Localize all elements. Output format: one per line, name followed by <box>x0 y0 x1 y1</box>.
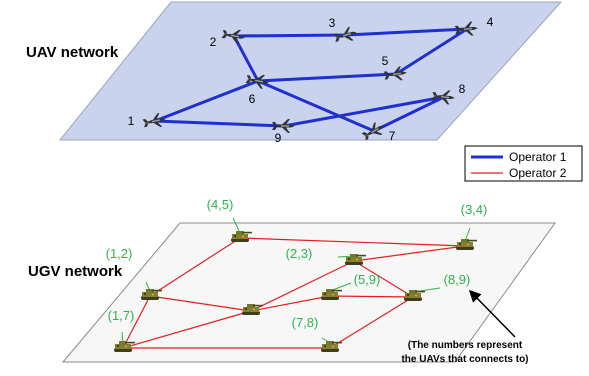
legend-box <box>464 145 583 182</box>
uav-link-9-8 <box>283 95 445 128</box>
note-line-1: (The numbers represent <box>408 340 523 351</box>
ugv-node-g89: (8,9) <box>404 272 470 301</box>
ugv-plane <box>61 222 556 363</box>
legend-label-operator-2: Operator 2 <box>509 166 567 180</box>
uav-link-2-3 <box>233 33 347 38</box>
ugv-nodes: (4,5) (3,4) (1,2) (2,3) (5,9) (8,9) (1,7) (7,8) <box>106 197 487 352</box>
uav-links <box>154 27 468 133</box>
uav-network-title: UAV network <box>26 44 119 61</box>
uav-node-6: 6 <box>244 72 271 106</box>
uav-link-6-7 <box>257 79 375 133</box>
ugv-node-label: (8,9) <box>444 272 471 287</box>
ugv-link-g45-g12 <box>149 237 241 297</box>
uav-node-label: 6 <box>249 92 256 106</box>
note-line-2: the UAVs that connects to) <box>401 354 528 365</box>
uav-node-label: 4 <box>487 15 494 29</box>
ugv-node-label: (2,3) <box>286 246 313 261</box>
uav-node-label: 8 <box>459 82 466 96</box>
ugv-network-layer: (4,5) (3,4) (1,2) (2,3) (5,9) (8,9) (1,7) (7,8) <box>61 197 556 363</box>
uav-nodes: 1 2 3 4 5 6 7 8 9 <box>128 15 494 145</box>
ugv-label-connector <box>464 227 471 242</box>
ugv-node-g45: (4,5) <box>207 197 252 242</box>
uav-node-label: 7 <box>389 129 396 143</box>
uav-node-9: 9 <box>272 119 295 145</box>
arrow-icon <box>468 289 516 338</box>
uav-link-6-5 <box>257 72 397 83</box>
uav-node-4: 4 <box>454 15 494 38</box>
uav-link-8-7 <box>373 95 445 133</box>
uav-node-5: 5 <box>382 54 408 83</box>
ugv-network-title: UGV network <box>28 263 123 280</box>
ugv-node-g78: (7,8) <box>292 315 342 352</box>
ugv-node-label: (5,9) <box>354 272 381 287</box>
ugv-link-g89-g78 <box>329 296 414 349</box>
ugv-node-label: (7,8) <box>292 315 319 330</box>
ugv-node-label: (4,5) <box>207 197 234 212</box>
ugv-node-g23: (2,3) <box>286 246 366 265</box>
ugv-node-label: (1,2) <box>106 246 133 261</box>
ugv-link-g23-g89 <box>353 260 414 298</box>
uav-node-label: 5 <box>382 54 389 68</box>
ugv-link-g12-g17 <box>122 295 151 349</box>
uav-node-label: 9 <box>275 131 282 145</box>
ugv-link-g69-g59 <box>250 295 331 312</box>
ugv-link-g12-g69 <box>149 295 252 312</box>
uav-link-1-9 <box>154 119 285 128</box>
uav-link-3-4 <box>345 27 468 37</box>
ugv-node-g59: (5,9) <box>321 272 380 300</box>
uav-node-label: 2 <box>210 35 217 49</box>
ugv-link-g69-g17 <box>122 310 252 349</box>
legend-label-operator-1: Operator 1 <box>509 150 567 164</box>
ugv-label-connector <box>232 217 241 234</box>
uav-link-4-5 <box>395 27 468 76</box>
uav-node-label: 1 <box>128 114 135 128</box>
ugv-node-g17: (1,7) <box>108 308 135 352</box>
ugv-link-g23-g34 <box>353 245 466 262</box>
ugv-link-g69-g23 <box>250 260 355 312</box>
ugv-node-label: (1,7) <box>108 308 135 323</box>
uav-node-label: 3 <box>329 16 336 30</box>
uav-network-layer: 1 2 3 4 5 6 7 8 9 <box>58 1 563 145</box>
uav-node-2: 2 <box>210 27 247 49</box>
ugv-node-label: (3,4) <box>461 202 488 217</box>
uav-node-1: 1 <box>128 111 168 131</box>
ugv-link-g45-g34 <box>239 237 466 247</box>
ugv-node-g12: (1,2) <box>106 246 162 300</box>
uav-link-6-1 <box>154 79 259 123</box>
uav-node-3: 3 <box>329 16 359 45</box>
uav-node-8: 8 <box>431 82 466 105</box>
uav-plane <box>58 1 563 141</box>
ugv-link-g59-g89 <box>329 295 414 298</box>
uav-node-7: 7 <box>360 119 396 144</box>
ugv-links <box>122 237 466 349</box>
ugv-node-g34: (3,4) <box>456 202 487 250</box>
legend: Operator 1 Operator 2 <box>464 145 583 182</box>
